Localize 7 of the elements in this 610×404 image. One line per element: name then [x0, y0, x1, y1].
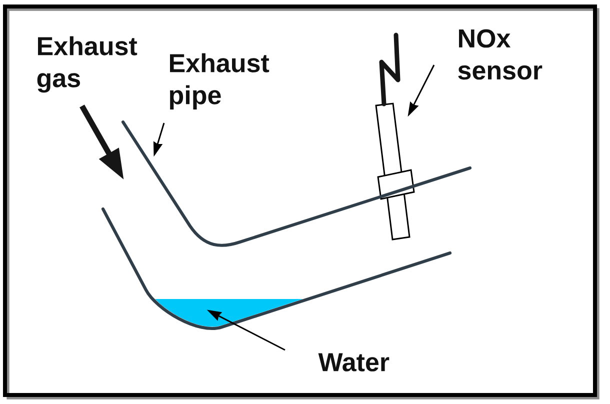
- water-fill: [154, 299, 303, 327]
- sensor-drawing: [375, 32, 415, 240]
- label: Exhaust pipe: [170, 53, 270, 110]
- label: Water: [318, 353, 390, 372]
- label: NOx sensor: [458, 29, 542, 80]
- label: Exhaust gas: [37, 36, 138, 93]
- pipe-drawing: [101, 120, 472, 330]
